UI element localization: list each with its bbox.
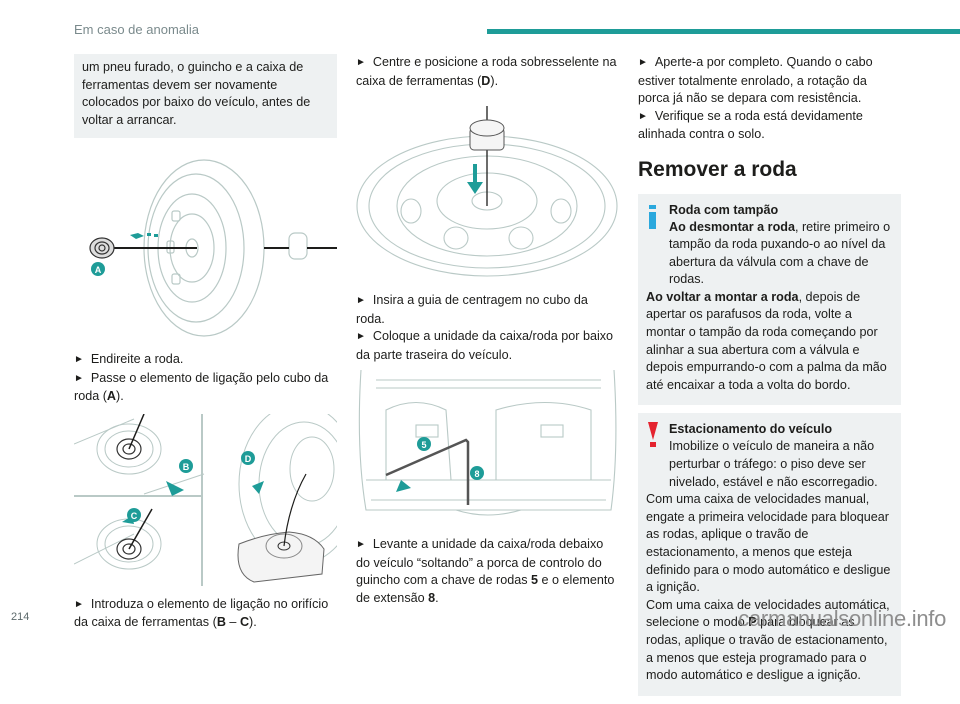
step-verify-alignment: Verifique se a roda está devidamente ali… xyxy=(638,108,901,144)
info-icon xyxy=(649,204,656,229)
label-a-badge xyxy=(91,262,105,276)
arrow-icon xyxy=(130,233,144,239)
label-8: 8 xyxy=(474,469,479,479)
page-number: 214 xyxy=(11,611,30,623)
column-2: Centre e posicione a roda sobresselente … xyxy=(356,54,619,607)
warning-note-parking: Estacionamento do veículo Imobilize o ve… xyxy=(638,413,901,696)
figure-toolbox-illustration: B C D xyxy=(74,413,337,586)
step-center-wheel: Centre e posicione a roda sobresselente … xyxy=(356,54,619,90)
step-pass-element: Passe o elemento de ligação pelo cubo da… xyxy=(74,370,337,406)
warning-note-p2: Com uma caixa de velocidades manual, eng… xyxy=(646,492,891,595)
label-d: D xyxy=(245,454,252,464)
label-c: C xyxy=(131,511,138,521)
step-insert-element: Introduza o elemento de ligação no orifí… xyxy=(74,596,337,632)
info-note-p1: Ao desmontar a roda, retire primeiro o t… xyxy=(669,219,891,287)
intro-text: um pneu furado, o guincho e a caixa de f… xyxy=(82,60,311,127)
step-lift-unit: Levante a unidade da caixa/roda debaixo … xyxy=(356,536,619,607)
warning-note-p1: Imobilize o veículo de maneira a não per… xyxy=(669,439,878,489)
info-note-title: Roda com tampão xyxy=(669,202,779,217)
watermark: carmanualsonline.info xyxy=(738,606,946,631)
info-note-p2: Ao voltar a montar a roda, depois de ape… xyxy=(646,289,887,392)
column-1: um pneu furado, o guincho e a caixa de f… xyxy=(74,54,337,632)
step-insert-guide: Insira a guia de centragem no cubo da ro… xyxy=(356,292,619,328)
figure-spare-wheel-illustration xyxy=(356,106,618,277)
section-heading-remove-wheel: Remover a roda xyxy=(638,157,797,181)
label-b: B xyxy=(183,462,190,472)
step-straighten-wheel: Endireite a roda. xyxy=(74,351,337,370)
warning-note-title: Estacionamento do veículo xyxy=(669,422,833,437)
label-a: A xyxy=(95,265,102,275)
step-tighten: Aperte-a por completo. Quando o cabo est… xyxy=(638,54,901,108)
step-place-unit: Coloque a unidade da caixa/roda por baix… xyxy=(356,328,619,364)
figure-trunk-illustration: 5 8 xyxy=(358,370,617,516)
arrow-down-icon xyxy=(467,182,483,194)
header-accent-bar xyxy=(487,29,960,34)
info-note-wheel-cap: Roda com tampão Ao desmontar a roda, ret… xyxy=(638,193,901,406)
figure-wheel-hub-illustration: A xyxy=(89,159,337,337)
centering-guide xyxy=(469,119,505,151)
label-5: 5 xyxy=(421,440,426,450)
section-title: Em caso de anomalia xyxy=(74,22,200,37)
warning-icon xyxy=(648,422,658,448)
coil-element xyxy=(89,237,115,259)
intro-box: um pneu furado, o guincho e a caixa de f… xyxy=(74,54,337,138)
